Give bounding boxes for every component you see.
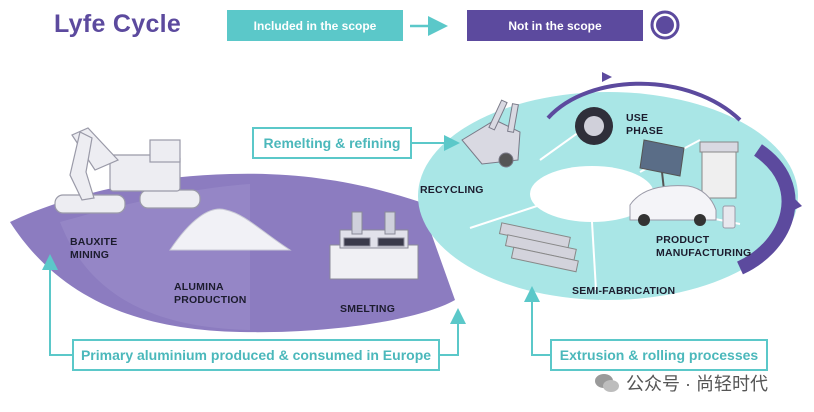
primary-connector-right — [440, 308, 466, 356]
can-icon — [722, 205, 736, 229]
page-title: Lyfe Cycle — [54, 10, 182, 38]
stage-use-label: USE PHASE — [626, 112, 664, 137]
car-icon — [629, 185, 717, 226]
wechat-icon — [595, 374, 619, 392]
extrusion-callout: Extrusion & rolling processes — [550, 339, 768, 371]
smelter-icon — [329, 211, 419, 280]
stage-smelting-label: SMELTING — [340, 303, 396, 315]
arc-arrowhead-top — [602, 72, 612, 82]
building-icon — [699, 141, 739, 199]
legend-included: Included in the scope — [227, 10, 403, 41]
stage-recycling-label: RECYCLING — [420, 184, 484, 196]
extrusion-connector — [524, 286, 550, 356]
stage-bauxite-label: BAUXITE MINING — [70, 236, 118, 261]
loop-icon — [650, 10, 680, 40]
stage-product-label: PRODUCT MANUFACTURING — [656, 234, 752, 259]
excavator-icon — [54, 127, 201, 214]
remelting-callout: Remelting & refining — [252, 127, 412, 159]
watermark-text: 公众号 · 尚轻时代 — [626, 374, 768, 394]
legend-excluded: Not in the scope — [467, 10, 643, 41]
ingots-icon — [498, 222, 579, 273]
primary-connector-left — [42, 254, 72, 356]
alumina-pile-icon — [169, 208, 292, 251]
product-arc — [736, 144, 796, 275]
watermark: 公众号 · 尚轻时代 — [594, 370, 768, 396]
use-phase-arc — [546, 81, 742, 122]
primary-callout: Primary aluminium produced & consumed in… — [72, 339, 440, 371]
tire-icon — [575, 107, 613, 145]
stage-alumina-label: ALUMINA PRODUCTION — [174, 281, 247, 306]
circular-disc-inner — [530, 166, 654, 222]
stage-semi-label: SEMI-FABRICATION — [572, 285, 676, 297]
scrap-pile-icon — [461, 99, 521, 168]
arc-arrowhead-right — [790, 196, 802, 212]
